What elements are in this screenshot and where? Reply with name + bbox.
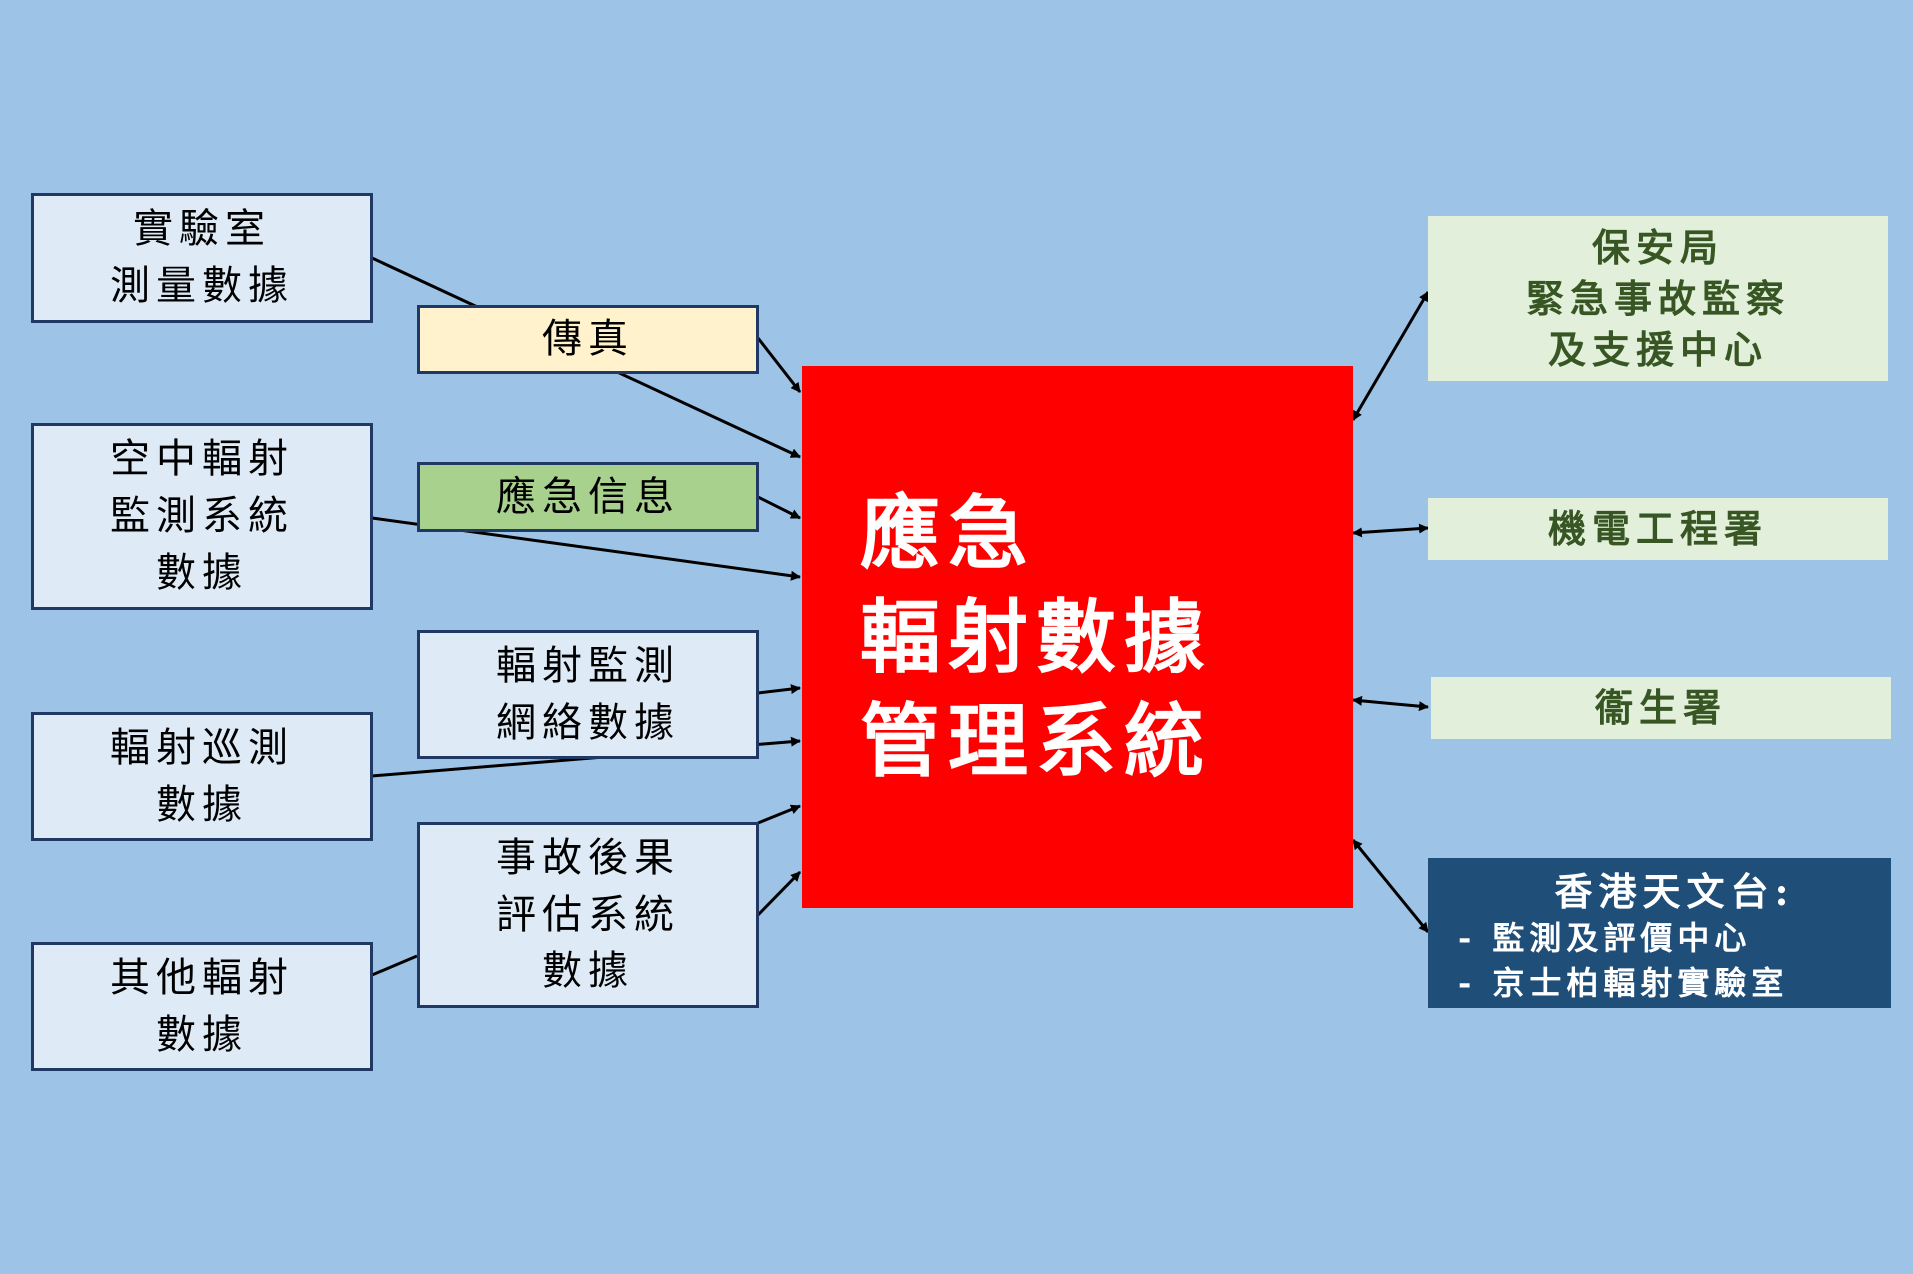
- box-text-line: 數據: [156, 1011, 248, 1058]
- observatory-title: 香港天文台:: [1554, 868, 1795, 914]
- connector-center-to-emsd: [1352, 523, 1429, 538]
- connector-alert-to-center: [757, 495, 801, 520]
- box-text-line: 事故後果: [496, 834, 680, 881]
- channel-monitoring-network-data: 輻射監測 網絡數據: [417, 630, 759, 759]
- box-text-line: 緊急事故監察: [1525, 275, 1790, 321]
- box-text-line: 其他輻射: [110, 954, 294, 1001]
- dest-security-bureau: 保安局 緊急事故監察 及支援中心: [1428, 216, 1888, 381]
- connector-fax-to-center: [756, 337, 802, 393]
- channel-consequence-assessment: 事故後果 評估系統 數據: [417, 822, 759, 1008]
- center-title-line: 應急: [860, 486, 1036, 580]
- box-text-line: 及支援中心: [1547, 327, 1768, 373]
- connector-consequence-to-center-a: [757, 804, 801, 825]
- observatory-item: - 監測及評價中心: [1458, 918, 1752, 957]
- box-text-line: 數據: [542, 948, 634, 995]
- box-text-line: 衞生署: [1594, 685, 1727, 731]
- center-title-line: 管理系統: [860, 694, 1212, 788]
- channel-emergency-message: 應急信息: [417, 462, 759, 532]
- box-text-line: 機電工程署: [1547, 506, 1768, 552]
- box-text-line: 空中輻射: [110, 436, 294, 483]
- box-text-line: 數據: [156, 549, 248, 596]
- box-text-line: 實驗室: [133, 206, 271, 253]
- center-emergency-data-system: 應急 輻射數據 管理系統: [802, 366, 1353, 908]
- box-text-line: 網絡數據: [496, 699, 680, 746]
- box-text-line: 監測系統: [110, 493, 294, 540]
- source-aerial-monitoring: 空中輻射 監測系統 數據: [31, 423, 373, 610]
- connector-center-to-security-bureau: [1351, 291, 1430, 421]
- observatory-item: - 京士柏輻射實驗室: [1458, 963, 1789, 1002]
- box-text-line: 評估系統: [496, 891, 680, 938]
- box-text-line: 數據: [156, 781, 248, 828]
- box-text-line: 保安局: [1591, 224, 1724, 270]
- dest-hong-kong-observatory: 香港天文台: - 監測及評價中心 - 京士柏輻射實驗室: [1428, 858, 1891, 1008]
- box-text-line: 應急信息: [496, 473, 680, 520]
- box-text-line: 輻射監測: [496, 642, 680, 689]
- box-text-line: 測量數據: [110, 263, 294, 309]
- channel-fax: 傳真: [417, 305, 759, 374]
- center-title-line: 輻射數據: [860, 590, 1212, 684]
- connector-network-to-center: [757, 684, 801, 695]
- dest-emsd: 機電工程署: [1428, 498, 1888, 560]
- source-other-radiation: 其他輻射 數據: [31, 942, 373, 1071]
- box-text-line: 輻射巡測: [110, 724, 294, 771]
- connector-center-to-observatory: [1351, 839, 1430, 933]
- source-radiation-survey: 輻射巡測 數據: [31, 712, 373, 841]
- box-text-line: 傳真: [542, 316, 634, 363]
- connector-consequence-to-center-b: [756, 870, 802, 917]
- dest-department-of-health: 衞生署: [1431, 677, 1891, 739]
- source-lab-measurement: 實驗室 測量數據: [31, 193, 373, 323]
- connector-center-to-health: [1352, 695, 1429, 712]
- connector-other-to-consequence: [371, 954, 418, 977]
